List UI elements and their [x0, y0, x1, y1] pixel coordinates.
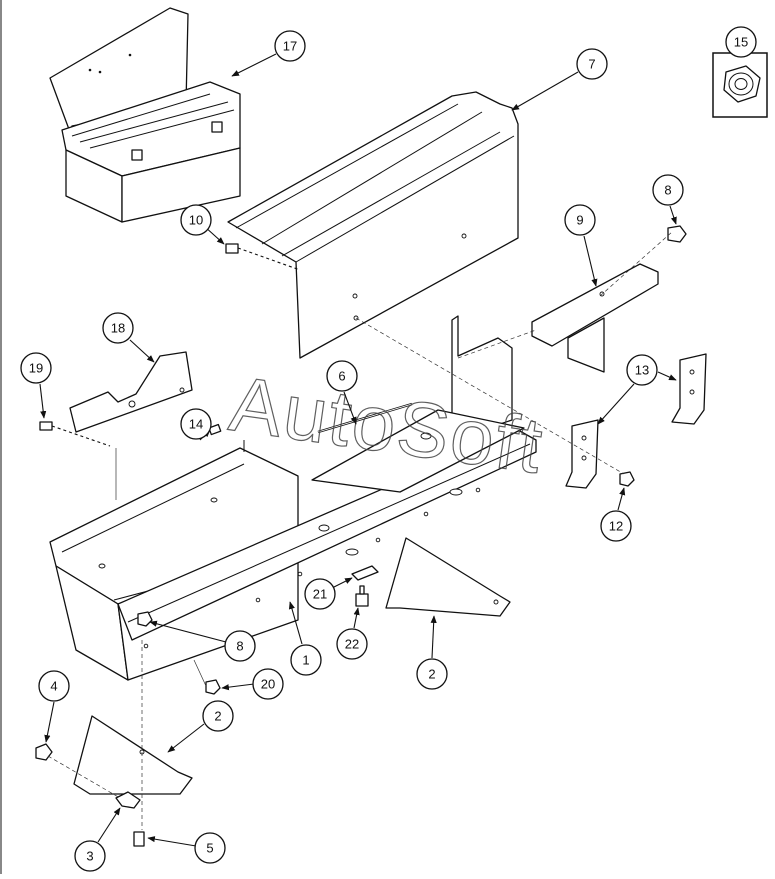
- leader-arrow-icon: [39, 383, 47, 419]
- svg-text:6: 6: [338, 369, 345, 384]
- callout-8[interactable]: 8: [652, 174, 684, 206]
- nut-part-20: [205, 679, 221, 695]
- leader-arrow-icon: [288, 601, 303, 645]
- svg-text:3: 3: [86, 849, 93, 864]
- svg-text:8: 8: [664, 183, 671, 198]
- bracket-part-2-left: [73, 715, 193, 795]
- callout-3[interactable]: 3: [74, 840, 106, 872]
- bracket-part-2-right: [385, 537, 511, 617]
- leader-arrow-icon: [231, 53, 277, 77]
- bolt-part-11: [225, 243, 301, 271]
- clip-part-21: [351, 565, 379, 581]
- svg-text:18: 18: [111, 321, 125, 336]
- svg-text:9: 9: [576, 213, 583, 228]
- callout-2-right[interactable]: 2: [416, 658, 448, 690]
- leader-arrow-icon: [353, 607, 360, 629]
- callout-20[interactable]: 20: [252, 668, 284, 700]
- hex-nut-icon: [723, 65, 761, 103]
- cover-part-10: [227, 91, 519, 359]
- rod-part-7: [317, 402, 413, 434]
- callout-21[interactable]: 21: [304, 578, 336, 610]
- clip-part-22: [355, 585, 369, 607]
- leader-arrow-icon: [221, 683, 255, 691]
- svg-text:15: 15: [734, 35, 748, 50]
- svg-text:7: 7: [588, 57, 595, 72]
- callout-2-left[interactable]: 2: [202, 700, 234, 732]
- svg-text:10: 10: [189, 213, 203, 228]
- leader-arrow-icon: [167, 723, 205, 753]
- svg-text:5: 5: [206, 841, 213, 856]
- leader-arrow-icon: [149, 620, 227, 643]
- callout-19[interactable]: 19: [20, 352, 52, 384]
- leader-arrow-icon: [511, 71, 579, 111]
- leader-arrow-icon: [617, 487, 626, 511]
- callout-11[interactable]: 10: [180, 204, 212, 236]
- svg-text:17: 17: [283, 39, 297, 54]
- svg-text:13: 13: [635, 363, 649, 378]
- frame-part-1: [49, 315, 537, 681]
- svg-text:14: 14: [189, 417, 203, 432]
- svg-text:21: 21: [313, 587, 327, 602]
- bracket-part-9: [531, 263, 659, 373]
- toolbox-part-17: [49, 7, 241, 223]
- svg-text:8: 8: [236, 639, 243, 654]
- svg-text:2: 2: [428, 667, 435, 682]
- callout-5[interactable]: 5: [194, 832, 226, 864]
- nut-detail-part-15: [712, 52, 768, 118]
- leader-arrow-icon: [147, 836, 197, 847]
- svg-text:22: 22: [345, 637, 359, 652]
- leader-arrow-icon: [597, 383, 635, 425]
- svg-text:20: 20: [261, 677, 275, 692]
- callout-18[interactable]: 18: [102, 312, 134, 344]
- leader-arrow-icon: [343, 391, 357, 425]
- bolt-part-5: [133, 831, 145, 847]
- callout-4[interactable]: 4: [38, 670, 70, 702]
- callout-6[interactable]: 8: [224, 630, 256, 662]
- leader-arrow-icon: [430, 615, 437, 659]
- leader-arrow-icon: [97, 807, 121, 843]
- nut-part-4: [35, 743, 53, 761]
- alignment-lines: [47, 231, 673, 830]
- bracket-part-13b: [565, 419, 599, 489]
- callout-9[interactable]: 9: [564, 204, 596, 236]
- svg-text:4: 4: [50, 679, 57, 694]
- callout-10[interactable]: 7: [576, 48, 608, 80]
- callout-22[interactable]: 22: [336, 628, 368, 660]
- callout-1[interactable]: 1: [290, 644, 322, 676]
- callout-15[interactable]: 15: [725, 26, 757, 58]
- nut-part-6: [137, 611, 153, 627]
- bolt-part-19: [39, 421, 111, 447]
- leader-arrow-icon: [583, 235, 598, 287]
- callout-7[interactable]: 6: [326, 360, 358, 392]
- svg-text:2: 2: [214, 709, 221, 724]
- callout-14[interactable]: 14: [180, 408, 212, 440]
- leader-arrow-icon: [44, 701, 55, 743]
- callouts: 17 7 15 10 9 8 18 19 6 14 13 12: [20, 26, 757, 872]
- callout-17[interactable]: 17: [274, 30, 306, 62]
- bolt-part-3: [115, 791, 141, 809]
- svg-text:12: 12: [609, 519, 623, 534]
- svg-text:19: 19: [29, 361, 43, 376]
- leader-arrow-icon: [657, 371, 677, 381]
- svg-text:1: 1: [302, 653, 309, 668]
- bracket-part-13a: [671, 353, 707, 425]
- nut-part-12: [619, 471, 635, 487]
- callout-13[interactable]: 13: [626, 354, 658, 386]
- leader-arrow-icon: [331, 577, 353, 589]
- callout-12[interactable]: 12: [600, 510, 632, 542]
- nut-part-8: [667, 225, 687, 243]
- bracket-part-18: [69, 351, 193, 433]
- leader-arrow-icon: [669, 205, 677, 225]
- leader-arrow-icon: [129, 339, 155, 363]
